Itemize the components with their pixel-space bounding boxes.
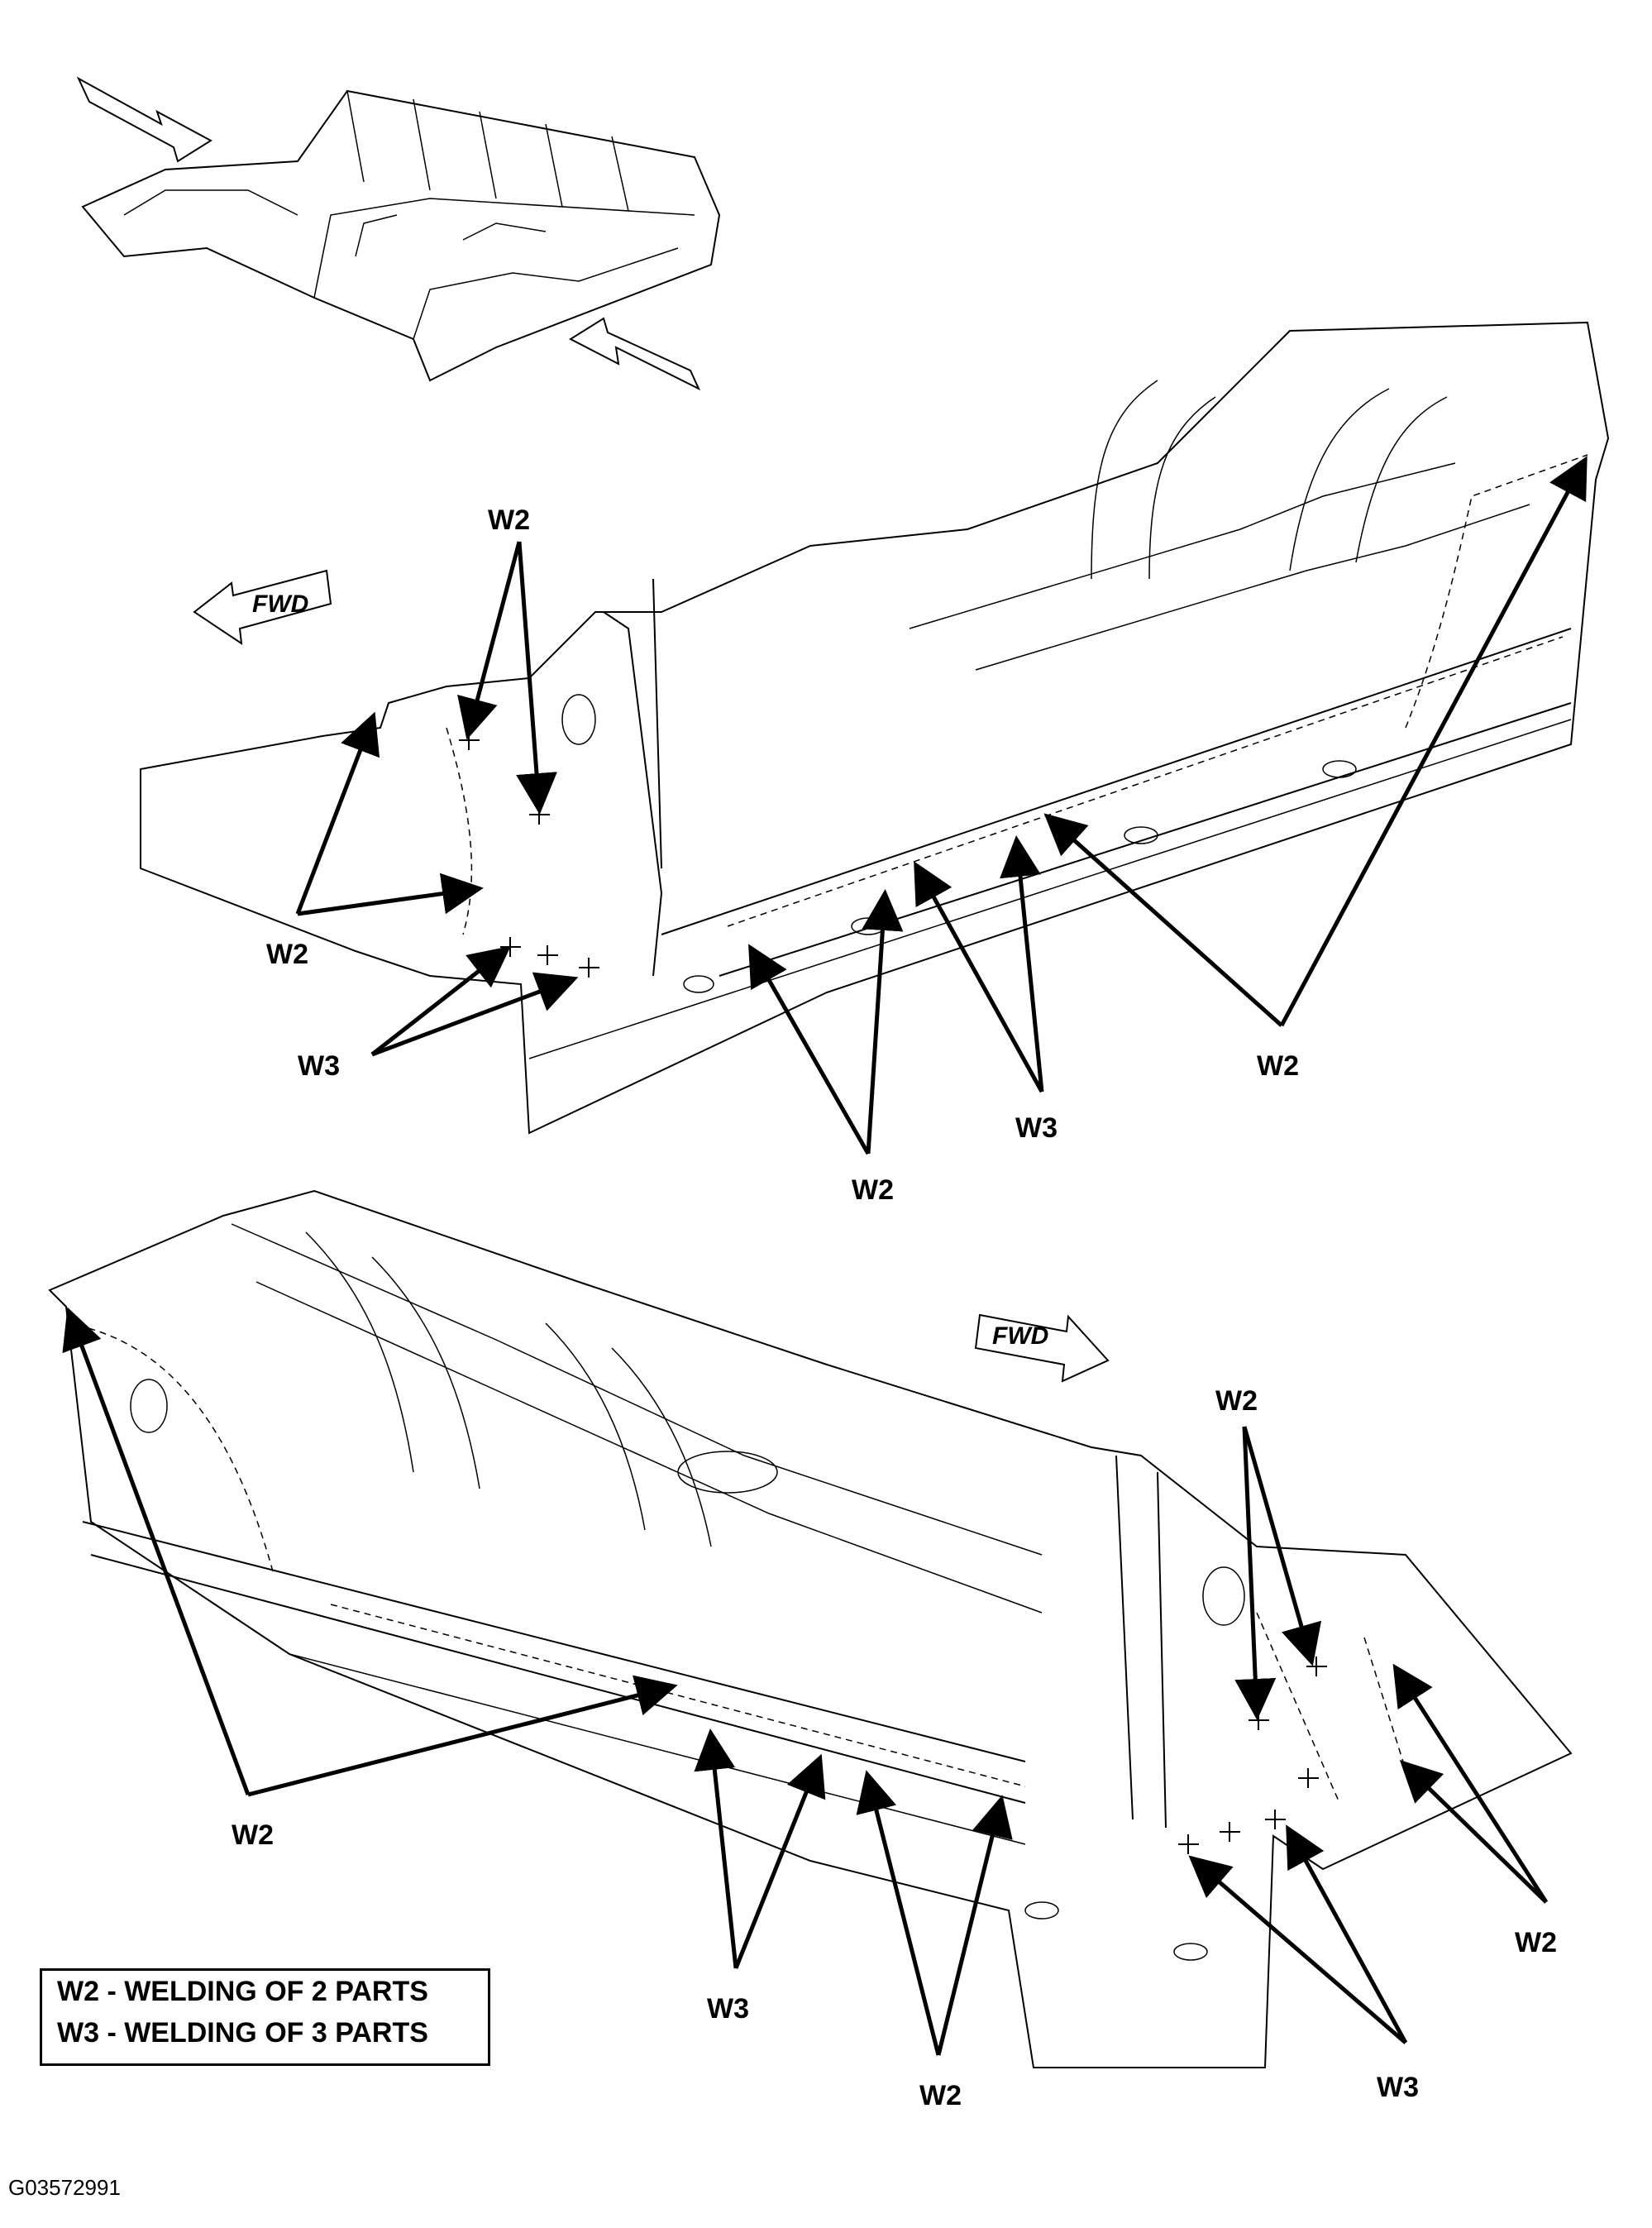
locator-arrow-upper — [76, 76, 212, 163]
lower-view-drawing — [48, 1189, 1573, 2068]
fwd-arrow-lower: FWD — [974, 1313, 1110, 1383]
label-w2-upper-1: W2 — [488, 504, 530, 536]
locator-arrow-lower — [568, 317, 701, 391]
label-w2-upper-3: W2 — [852, 1174, 894, 1206]
label-w2-lower-2: W2 — [919, 2080, 962, 2111]
legend-box: W2 - WELDING OF 2 PARTS W3 - WELDING OF … — [40, 1968, 490, 2066]
upper-callouts: W2 W2 W3 W2 W3 W2 — [266, 456, 1588, 1206]
label-w3-upper-1: W3 — [298, 1050, 340, 1082]
legend-w2: W2 - WELDING OF 2 PARTS — [57, 1976, 428, 2007]
fwd-arrow-upper: FWD — [193, 569, 332, 646]
figure-id: G03572991 — [8, 2175, 121, 2200]
fwd-label-lower: FWD — [992, 1322, 1048, 1350]
lower-callouts: W2 W3 W2 W2 W2 W3 — [62, 1307, 1557, 2111]
upper-view-drawing — [140, 321, 1610, 1135]
label-w3-lower-2: W3 — [1377, 2072, 1419, 2103]
label-w2-upper-4: W2 — [1257, 1050, 1299, 1082]
locator-thumbnail — [76, 76, 721, 391]
label-w2-lower-4: W2 — [1515, 1927, 1557, 1958]
label-w3-lower-1: W3 — [707, 1993, 749, 2025]
fwd-label-upper: FWD — [252, 590, 308, 618]
label-w2-lower-3: W2 — [1215, 1385, 1258, 1417]
legend-w3: W3 - WELDING OF 3 PARTS — [57, 2017, 428, 2049]
label-w3-upper-2: W3 — [1015, 1112, 1058, 1144]
label-w2-lower-1: W2 — [232, 1819, 274, 1851]
label-w2-upper-2: W2 — [266, 939, 308, 970]
